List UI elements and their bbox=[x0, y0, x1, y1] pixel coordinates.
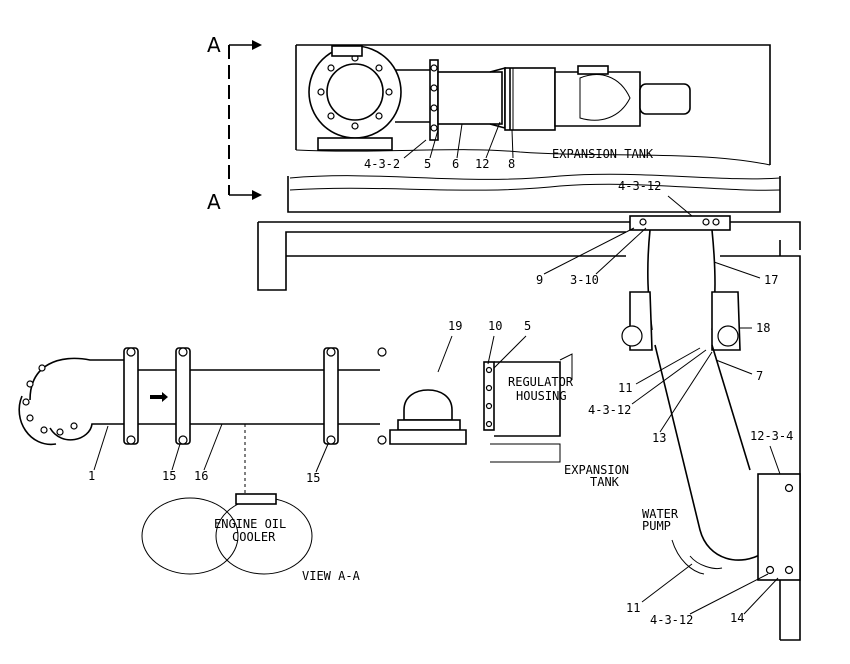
section-mark-top: A bbox=[207, 33, 221, 57]
labels: EXPANSION TANK REGULATOR HOUSING EXPANSI… bbox=[214, 147, 679, 583]
label-housing: HOUSING bbox=[516, 389, 567, 403]
label-expansion: EXPANSION bbox=[564, 463, 629, 477]
callout-r-4-3-12-b: 4-3-12 bbox=[588, 403, 631, 417]
label-pump: PUMP bbox=[642, 519, 671, 533]
callout-m-19: 19 bbox=[448, 319, 462, 333]
callout-top-5: 5 bbox=[424, 157, 431, 171]
callout-r-14: 14 bbox=[730, 611, 744, 625]
section-line: A A bbox=[207, 33, 262, 214]
callout-top-6: 6 bbox=[452, 157, 459, 171]
flange-bolts bbox=[317, 54, 393, 130]
callout-r-17: 17 bbox=[764, 273, 778, 287]
callout-top-12: 12 bbox=[475, 157, 489, 171]
label-tank: TANK bbox=[590, 475, 620, 489]
label-cooler: COOLER bbox=[232, 530, 276, 544]
elbow-flange-bolts bbox=[22, 364, 78, 436]
callout-m-10: 10 bbox=[488, 319, 502, 333]
callout-top-8: 8 bbox=[508, 157, 515, 171]
left-pipe-assembly bbox=[18, 347, 573, 575]
callout-r-11-a: 11 bbox=[618, 381, 632, 395]
callout-m-5: 5 bbox=[524, 319, 531, 333]
callout-l-16: 16 bbox=[194, 469, 208, 483]
label-engine-oil: ENGINE OIL bbox=[214, 517, 286, 531]
callout-r-12-3-4: 12-3-4 bbox=[750, 429, 793, 443]
label-view-a-a: VIEW A-A bbox=[302, 569, 361, 583]
callout-l-1: 1 bbox=[88, 469, 95, 483]
label-expansion-tank-top: EXPANSION TANK bbox=[552, 147, 654, 161]
callout-r-4-3-12-c: 4-3-12 bbox=[650, 613, 693, 627]
top-tank-assembly bbox=[287, 44, 781, 213]
callouts: 4-3-2 5 6 12 8 4-3-12 9 3-10 17 18 11 7 … bbox=[88, 121, 793, 627]
callout-r-13: 13 bbox=[652, 431, 666, 445]
callout-r-9: 9 bbox=[536, 273, 543, 287]
callout-l-15-a: 15 bbox=[162, 469, 176, 483]
callout-l-15-b: 15 bbox=[306, 471, 320, 485]
label-regulator: REGULATOR bbox=[508, 375, 574, 389]
callout-r-4-3-12-a: 4-3-12 bbox=[618, 179, 661, 193]
callout-top-4-3-2: 4-3-2 bbox=[364, 157, 400, 171]
section-mark-bottom: A bbox=[207, 190, 221, 214]
callout-r-18: 18 bbox=[756, 321, 770, 335]
callout-r-3-10: 3-10 bbox=[570, 273, 599, 287]
callout-r-7: 7 bbox=[756, 369, 763, 383]
callout-r-11-b: 11 bbox=[626, 601, 640, 615]
label-water: WATER bbox=[642, 507, 679, 521]
right-pipe-assembly bbox=[257, 215, 801, 641]
